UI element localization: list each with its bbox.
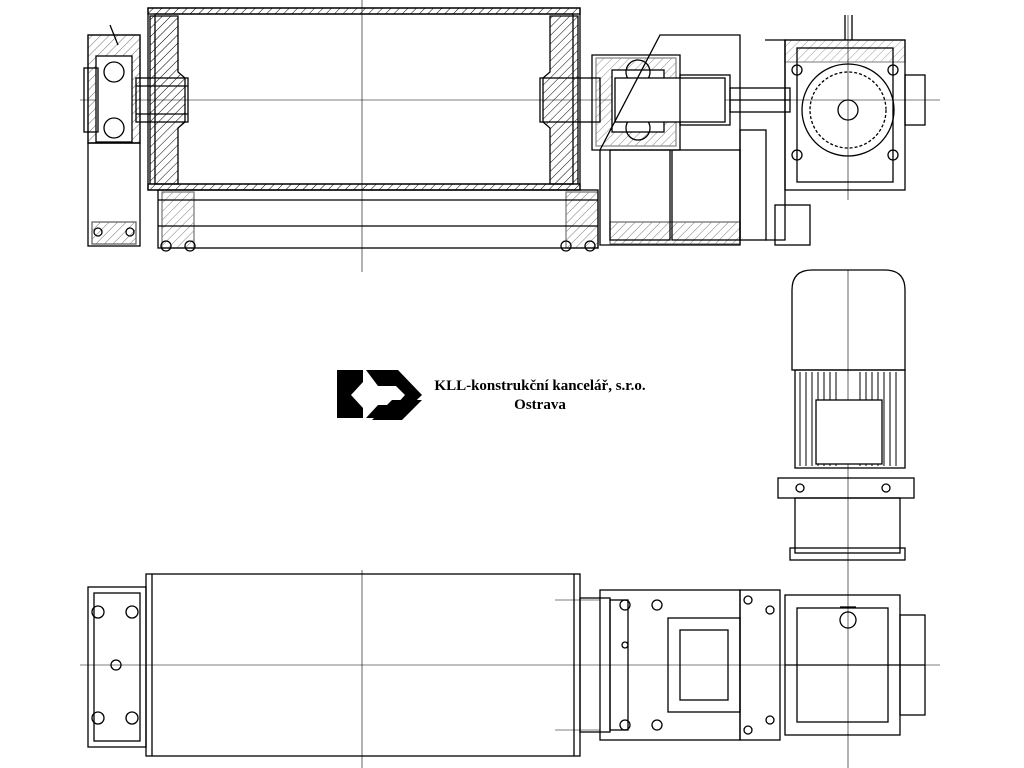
company-name: KLL-konstrukční kancelář, s.r.o.	[434, 378, 646, 394]
drum-plan-view	[80, 560, 940, 768]
company-logo	[337, 370, 422, 420]
company-city: Ostrava	[514, 397, 566, 413]
drum-section-view	[80, 0, 940, 272]
motor-side-view	[777, 269, 915, 561]
company-caption: KLL-konstrukční kancelář, s.r.o. Ostrava	[420, 377, 660, 415]
